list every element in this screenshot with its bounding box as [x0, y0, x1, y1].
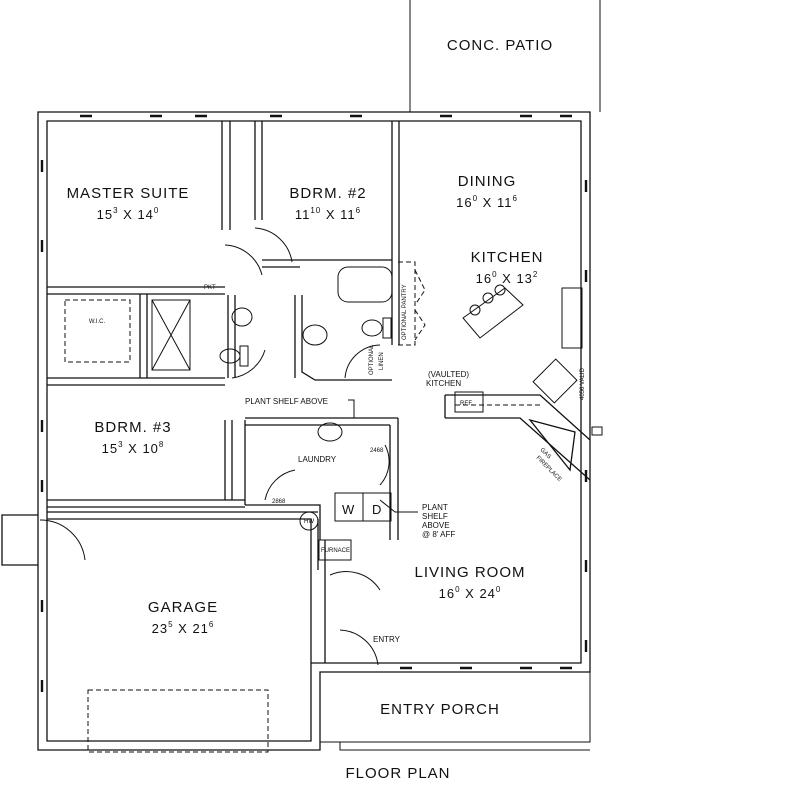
- annotations: W.I.C. PKT OPTIONAL PANTRY OPTIONAL LINE…: [89, 284, 586, 644]
- room-dimensions: 153 X 108: [102, 440, 165, 456]
- vaulted-label: (VAULTED): [428, 370, 469, 379]
- linen-label: LINEN: [379, 352, 385, 370]
- exterior-walls: [1, 111, 591, 751]
- room-name: DINING: [458, 173, 517, 190]
- room-dining: DINING 160 X 116: [456, 173, 518, 210]
- room-kitchen: KITCHEN 160 X 132: [471, 249, 544, 286]
- patio: CONC. PATIO: [409, 0, 601, 112]
- room-bdrm2: BDRM. #2 1110 X 116: [289, 185, 366, 222]
- room-name: BDRM. #3: [94, 419, 171, 436]
- plant-shelf-note: PLANT: [422, 503, 448, 512]
- interior-walls: [47, 121, 603, 663]
- doors: [39, 227, 390, 666]
- room-name: MASTER SUITE: [67, 185, 190, 202]
- kitchen-small-label: KITCHEN: [426, 379, 461, 388]
- room-name: ENTRY PORCH: [380, 701, 500, 718]
- plan-title: FLOOR PLAN: [345, 765, 450, 782]
- room-garage: GARAGE 235 X 216: [148, 599, 218, 636]
- room-dimensions: 235 X 216: [152, 620, 215, 636]
- ref-label: REF.: [460, 401, 473, 407]
- room-dimensions: 1110 X 116: [295, 206, 361, 222]
- room-porch: ENTRY PORCH: [320, 672, 591, 751]
- room-name: BDRM. #2: [289, 185, 366, 202]
- room-dimensions: 153 X 140: [97, 206, 160, 222]
- plant-shelf-note: SHELF: [422, 512, 448, 521]
- plant-shelf-note: ABOVE: [422, 521, 450, 530]
- room-name: GARAGE: [148, 599, 218, 616]
- patio-label: CONC. PATIO: [447, 37, 553, 54]
- water-heater-label: HW: [304, 519, 314, 525]
- entry-label: ENTRY: [373, 635, 401, 644]
- pkt-label: PKT: [204, 285, 216, 291]
- room-name: KITCHEN: [471, 249, 544, 266]
- washer-label: W: [342, 502, 355, 517]
- plant-shelf-label: PLANT SHELF ABOVE: [245, 397, 328, 406]
- room-dimensions: 160 X 132: [476, 270, 539, 286]
- door-size-label: 2468: [370, 448, 384, 454]
- furnace-label: FURNACE: [321, 548, 350, 554]
- optional-label: OPTIONAL: [369, 344, 375, 375]
- plant-shelf-note: @ 8' AFF: [422, 530, 455, 539]
- optional-pantry-label: OPTIONAL PANTRY: [402, 284, 408, 340]
- room-dimensions: 160 X 116: [456, 194, 518, 210]
- dryer-label: D: [372, 502, 381, 517]
- room-master: MASTER SUITE 153 X 140: [67, 185, 190, 222]
- laundry-label: LAUNDRY: [298, 455, 337, 464]
- door-size-label: 2868: [272, 499, 286, 505]
- wic-label: W.I.C.: [89, 319, 106, 325]
- room-bdrm3: BDRM. #3 153 X 108: [94, 419, 171, 456]
- window-label: 4056 VALID: [580, 367, 586, 400]
- room-name: LIVING ROOM: [414, 564, 525, 581]
- fixtures: [64, 266, 393, 753]
- room-living: LIVING ROOM 160 X 240: [414, 564, 525, 601]
- room-dimensions: 160 X 240: [439, 585, 502, 601]
